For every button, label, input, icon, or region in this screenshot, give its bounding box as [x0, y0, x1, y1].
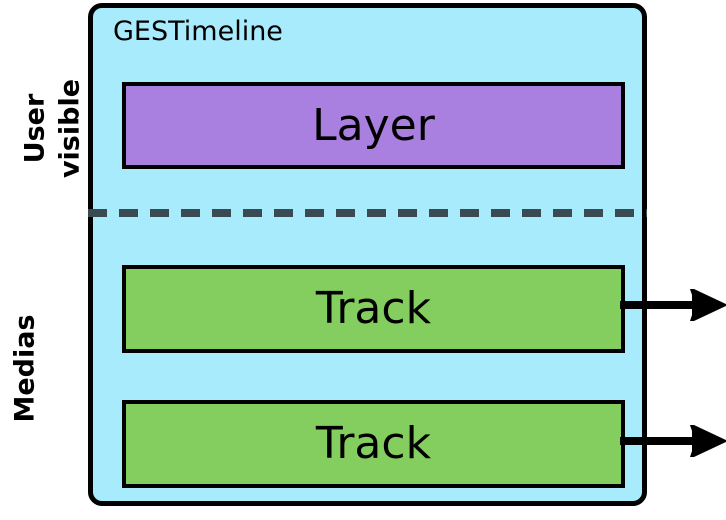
track-block-2: Track — [122, 400, 625, 488]
layer-block-label: Layer — [312, 99, 435, 151]
section-label-medias-text: Medias — [9, 314, 41, 423]
track-block-1: Track — [122, 265, 625, 353]
section-label-user-visible-line1: User — [19, 93, 51, 164]
track-block-1-label: Track — [315, 283, 432, 334]
arrow-right-icon-track-2 — [620, 425, 726, 457]
section-label-medias: Medias — [0, 295, 86, 435]
arrow-right-icon-track-1 — [620, 289, 726, 321]
section-label-user-visible: User visible — [0, 60, 86, 190]
section-label-user-visible-line2: visible — [54, 78, 86, 179]
ges-timeline-container: GESTimeline Layer Track Track — [88, 3, 647, 506]
section-divider-dashed — [88, 209, 647, 217]
track-block-2-label: Track — [315, 418, 432, 469]
layer-block: Layer — [122, 82, 625, 169]
ges-timeline-title: GESTimeline — [113, 16, 283, 47]
